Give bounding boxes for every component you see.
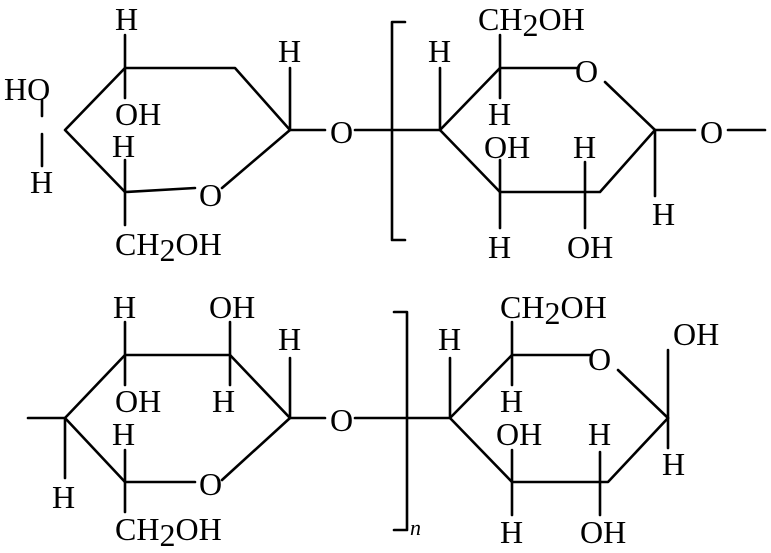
- atom-h: H: [573, 129, 596, 165]
- atom-oh: OH: [673, 316, 719, 352]
- atom-oh: OH: [496, 416, 542, 452]
- ring-bonds: [438, 66, 657, 194]
- atom-h: H: [112, 128, 135, 164]
- atom-h: H: [113, 289, 136, 325]
- top-right-ring: CH2OH O H H OH H H OH H O: [428, 1, 767, 265]
- atom-h: H: [488, 229, 511, 265]
- top-left-ring: H OH HO H H O H CH2OH: [4, 1, 327, 268]
- ring-bonds: [63, 353, 292, 484]
- atom-ho: HO: [4, 71, 50, 107]
- atom-h: H: [30, 164, 53, 200]
- atom-oh: OH: [567, 229, 613, 265]
- atom-h: H: [278, 321, 301, 357]
- atom-oh: OH: [115, 96, 161, 132]
- bottom-right-ring: CH2OH O OH H H OH H H H OH: [438, 289, 719, 550]
- atom-h: H: [588, 416, 611, 452]
- repeat-count-n: n: [410, 515, 421, 540]
- atom-h: H: [488, 96, 511, 132]
- glycosidic-oxygen: O: [330, 402, 353, 438]
- atom-h: H: [52, 479, 75, 515]
- ch2oh-group: CH2OH: [478, 1, 585, 43]
- ring-oxygen: O: [199, 466, 222, 502]
- atom-h: H: [212, 383, 235, 419]
- atom-oh: OH: [484, 129, 530, 165]
- atom-h: H: [662, 446, 685, 482]
- ring-oxygen: O: [588, 341, 611, 377]
- glycosidic-oxygen: O: [700, 114, 723, 150]
- ring-bonds: [448, 353, 670, 484]
- atom-oh: OH: [580, 514, 626, 550]
- atom-h: H: [438, 321, 461, 357]
- atom-h: H: [652, 196, 675, 232]
- atom-h: H: [428, 33, 451, 69]
- atom-h: H: [115, 1, 138, 37]
- bottom-left-ring: H OH H OH H H H O CH2OH: [26, 289, 327, 553]
- ring-bonds: [63, 66, 292, 194]
- repeat-bracket-left: [390, 20, 407, 242]
- atom-oh: OH: [209, 289, 255, 325]
- ch2oh-group: CH2OH: [115, 511, 222, 553]
- ch2oh-group: CH2OH: [115, 226, 222, 268]
- glycosidic-oxygen: O: [330, 114, 353, 150]
- ring-oxygen: O: [199, 177, 222, 213]
- ch2oh-group: CH2OH: [500, 289, 607, 331]
- atom-oh: OH: [115, 383, 161, 419]
- atom-h: H: [500, 383, 523, 419]
- atom-h: H: [278, 33, 301, 69]
- atom-h: H: [112, 416, 135, 452]
- atom-h: H: [500, 514, 523, 550]
- ring-oxygen: O: [575, 53, 598, 89]
- repeat-bracket-right: [392, 310, 409, 532]
